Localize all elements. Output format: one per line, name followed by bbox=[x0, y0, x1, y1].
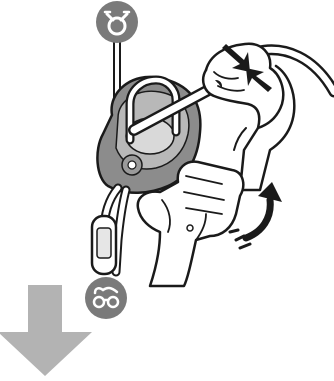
down-arrow-icon bbox=[0, 285, 92, 376]
lower-carabiner bbox=[92, 216, 116, 274]
anchor-icon bbox=[96, 1, 138, 43]
harness-icon bbox=[85, 277, 127, 319]
